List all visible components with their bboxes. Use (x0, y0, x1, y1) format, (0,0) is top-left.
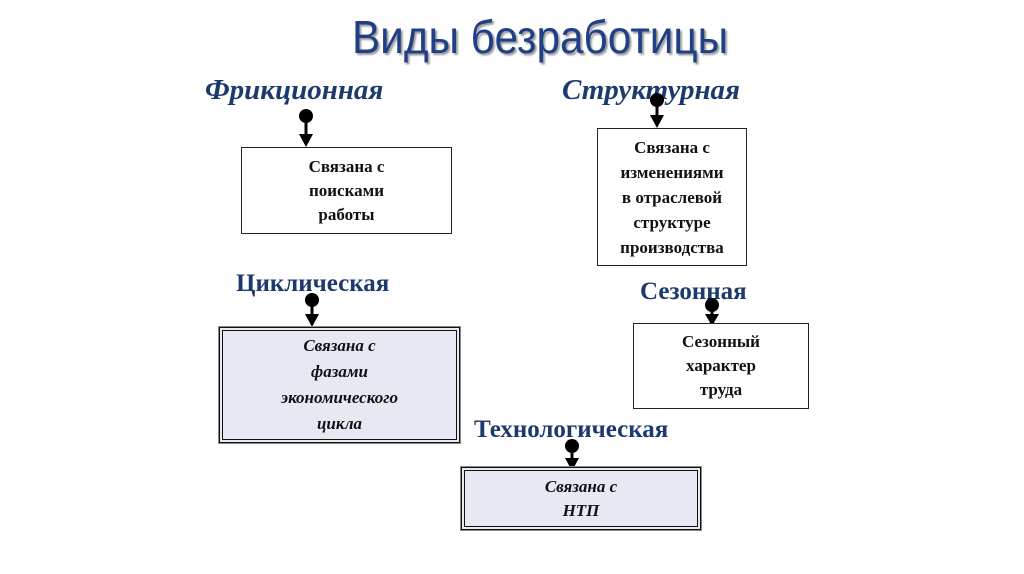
desc-line: структуре (633, 212, 711, 232)
desc-line: производства (620, 237, 724, 257)
desc-line: НТП (562, 500, 600, 520)
heading-technological: Технологическая (474, 416, 669, 443)
cyclical-box: Связана с фазами экономического цикла (218, 326, 461, 444)
desc-line: работы (318, 204, 375, 224)
desc-line: поисками (308, 180, 385, 200)
desc-line: экономического (281, 388, 398, 407)
heading-frictional: Фрикционная (205, 74, 384, 106)
desc-line: Сезонный (682, 332, 760, 351)
desc-line: фазами (311, 362, 368, 381)
desc-line: Связана с (634, 137, 710, 157)
desc-line: изменениями (620, 162, 724, 182)
desc-line: цикла (316, 414, 363, 433)
arrow-icon (705, 298, 719, 326)
desc-line: Связана с (308, 156, 385, 176)
desc-line: Связана с (303, 336, 376, 355)
structural-box: Связана с изменениями в отраслевой струк… (597, 128, 747, 266)
seasonal-box: Сезонный характер труда (633, 323, 809, 409)
desc-line: в отраслевой (621, 187, 723, 207)
arrow-icon (650, 93, 664, 128)
heading-seasonal: Сезонная (640, 278, 747, 305)
arrow-icon (565, 439, 579, 471)
desc-line: характер (686, 356, 756, 375)
technological-box: Связана с НТП (460, 466, 702, 531)
arrow-icon (305, 293, 319, 327)
desc-line: Связана с (544, 476, 618, 496)
arrow-icon (299, 109, 313, 147)
frictional-box: Связана с поисками работы (241, 147, 452, 234)
desc-line: труда (699, 380, 743, 399)
heading-cyclical: Циклическая (236, 270, 390, 297)
slide-title: Виды безработицы (351, 11, 729, 63)
